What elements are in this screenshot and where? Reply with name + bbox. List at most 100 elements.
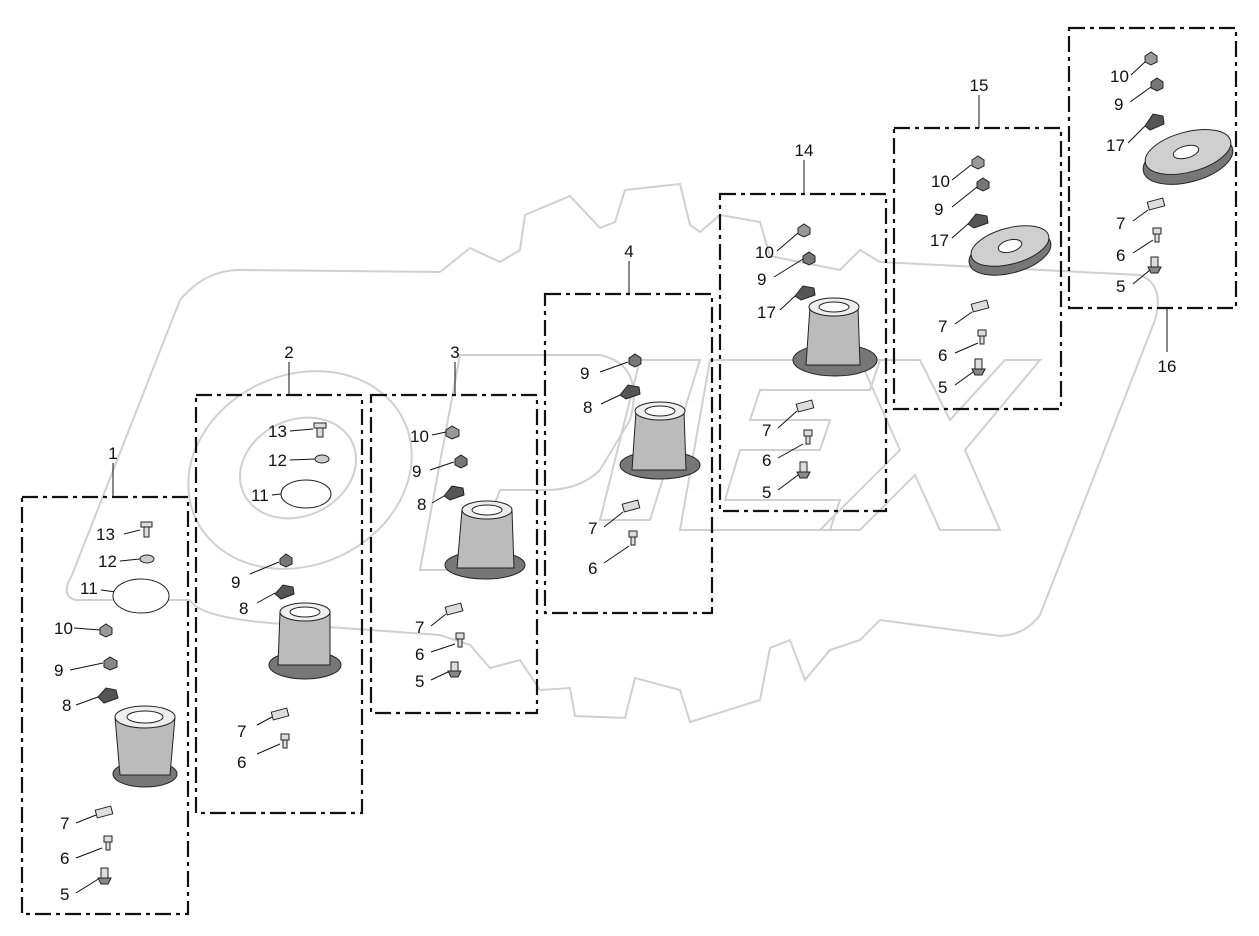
part-label: 10 <box>54 619 73 638</box>
part-label: 6 <box>762 451 771 470</box>
part-label: 13 <box>96 525 115 544</box>
group-label-3: 3 <box>450 343 459 362</box>
part-label: 8 <box>583 398 592 417</box>
part-label: 13 <box>268 422 287 441</box>
part-label: 11 <box>251 486 269 505</box>
part-label: 7 <box>1116 214 1125 233</box>
bolt-icon <box>313 422 327 438</box>
group-15-parts: 10 9 17 7 6 5 <box>930 155 1052 397</box>
shim-icon <box>621 499 641 513</box>
bracket-icon <box>967 213 989 229</box>
shim-icon <box>970 299 990 313</box>
bracket-icon <box>1144 113 1165 131</box>
part-label: 5 <box>1116 277 1125 296</box>
group-14-parts: 10 9 17 7 6 5 <box>755 223 878 502</box>
screw-icon <box>1147 256 1162 274</box>
part-label: 5 <box>60 885 69 904</box>
part-label: 5 <box>762 483 771 502</box>
part-label: 7 <box>762 421 771 440</box>
group-4-parts: 9 8 7 6 <box>580 353 701 578</box>
part-label: 10 <box>410 427 429 446</box>
part-label: 10 <box>931 172 950 191</box>
part-label: 10 <box>1110 67 1129 86</box>
screw-icon <box>803 429 813 445</box>
group-16-parts: 10 9 17 7 6 5 <box>1106 51 1234 296</box>
part-label: 5 <box>938 378 947 397</box>
bracket-icon <box>794 285 816 301</box>
group-box-1 <box>20 495 190 916</box>
group-label-16: 16 <box>1158 357 1177 376</box>
nut-icon <box>1150 77 1164 92</box>
part-label: 7 <box>415 618 424 637</box>
part-label: 9 <box>1114 95 1123 114</box>
part-label: 12 <box>268 451 287 470</box>
part-label: 6 <box>237 753 246 772</box>
part-label: 11 <box>80 579 98 598</box>
nut-icon <box>802 251 816 266</box>
group-label-14: 14 <box>795 141 814 160</box>
shim-icon <box>795 399 815 413</box>
part-label: 7 <box>237 722 246 741</box>
screw-icon <box>796 461 811 479</box>
group-label-15: 15 <box>970 76 989 95</box>
part-label: 5 <box>415 672 424 691</box>
part-label: 8 <box>62 696 71 715</box>
part-label: 17 <box>1106 136 1125 155</box>
nut-icon <box>1144 51 1158 66</box>
group-box-4 <box>543 292 714 615</box>
group-3-parts: 10 9 8 7 6 5 <box>410 425 526 691</box>
part-label: 8 <box>239 599 248 618</box>
group-box-14 <box>718 192 888 513</box>
cover-plate-icon <box>112 578 170 614</box>
shim-icon <box>444 602 464 616</box>
nut-icon <box>628 353 642 368</box>
nut-icon <box>99 623 113 638</box>
part-label: 6 <box>938 346 947 365</box>
shim-icon <box>270 707 290 721</box>
screw-icon <box>628 530 638 546</box>
bracket-icon <box>274 584 295 600</box>
nut-icon <box>103 656 118 671</box>
part-label: 6 <box>588 559 597 578</box>
part-label: 7 <box>60 814 69 833</box>
part-label: 9 <box>412 462 421 481</box>
hub-housing-icon <box>619 401 701 480</box>
nut-icon <box>454 454 468 469</box>
cover-plate-icon <box>280 479 332 509</box>
nut-icon <box>279 553 293 568</box>
part-label: 17 <box>930 231 949 250</box>
group-box-15 <box>892 126 1063 411</box>
part-label: 6 <box>60 849 69 868</box>
screw-icon <box>971 358 986 376</box>
part-label: 10 <box>755 243 774 262</box>
part-label: 8 <box>417 495 426 514</box>
group-label-2: 2 <box>284 343 293 362</box>
hub-housing-icon <box>792 297 878 377</box>
shim-icon <box>94 805 114 819</box>
screw-icon <box>447 661 462 678</box>
part-label: 6 <box>415 645 424 664</box>
part-label: 6 <box>1116 246 1125 265</box>
screw-icon <box>455 632 465 648</box>
screw-icon <box>280 733 290 749</box>
group-leaders <box>112 95 1168 497</box>
part-label: 9 <box>54 661 63 680</box>
group-2-parts: 13 12 11 9 8 7 6 <box>231 422 342 772</box>
group-label-1: 1 <box>108 444 117 463</box>
washer-icon <box>314 454 330 464</box>
group-label-4: 4 <box>624 242 633 261</box>
hub-housing-icon <box>112 705 178 788</box>
bracket-icon <box>97 687 119 704</box>
part-label: 17 <box>757 303 776 322</box>
screw-icon <box>977 329 987 345</box>
screw-icon <box>1152 227 1162 243</box>
shim-icon <box>1146 197 1166 211</box>
part-label: 12 <box>98 552 117 571</box>
group-box-16 <box>1067 26 1238 310</box>
group-1-parts: 13 12 11 10 9 8 7 6 5 <box>54 521 178 904</box>
hub-housing-icon <box>268 602 342 680</box>
bracket-icon <box>619 384 641 400</box>
washer-icon <box>139 554 155 564</box>
part-label: 9 <box>757 270 766 289</box>
